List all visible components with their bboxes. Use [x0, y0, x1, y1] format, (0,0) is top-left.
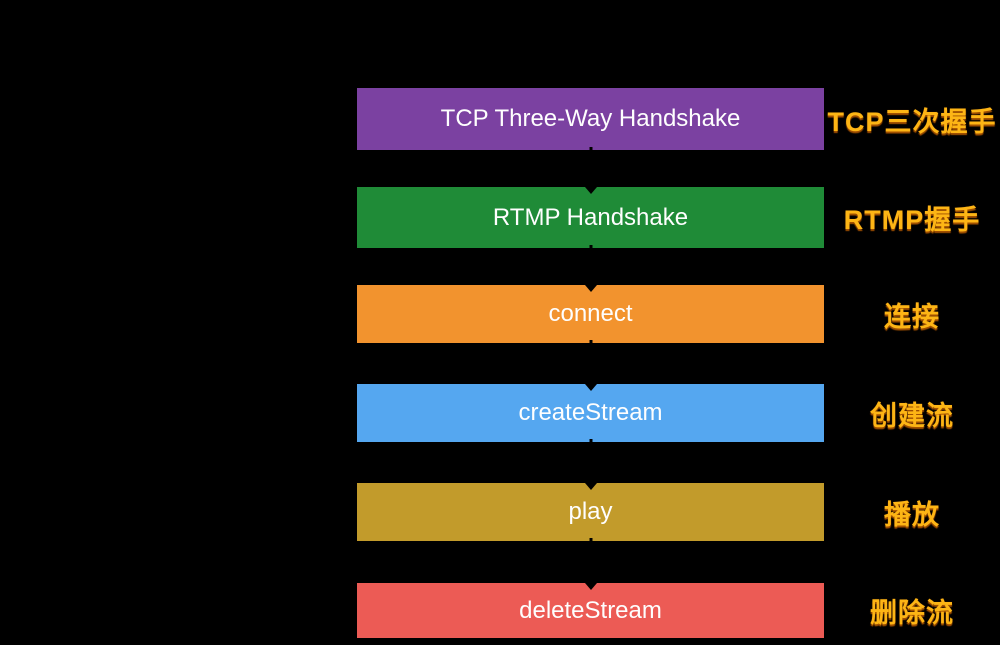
step-box-tcp-handshake: TCP Three-Way Handshake	[357, 88, 824, 150]
step-box-label: createStream	[518, 399, 663, 426]
arrow-line	[589, 340, 592, 343]
arrow-line	[589, 147, 592, 150]
flow-step-row-connect: connect 连接	[357, 285, 1000, 343]
step-side-label: 播放	[884, 499, 940, 530]
arrow-down-icon	[584, 384, 597, 391]
flow-step-row-delete-stream: deleteStream 删除流	[357, 583, 1000, 638]
arrow-down-icon	[584, 583, 597, 590]
step-side-label: 连接	[884, 301, 940, 332]
step-box-label: RTMP Handshake	[492, 203, 689, 231]
step-box-rtmp-handshake: RTMP Handshake	[357, 187, 824, 248]
arrow-line	[589, 245, 592, 248]
flow-step-row-rtmp-handshake: RTMP Handshake RTMP握手	[357, 187, 1000, 248]
arrow-down-icon	[584, 187, 597, 194]
flow-step-row-tcp-handshake: TCP Three-Way Handshake TCP三次握手	[357, 88, 1000, 150]
step-box-create-stream: createStream	[357, 384, 824, 442]
step-box-connect: connect	[357, 285, 824, 343]
step-side-label: 创建流	[870, 400, 954, 431]
arrow-line	[589, 439, 592, 442]
step-box-delete-stream: deleteStream	[357, 583, 824, 638]
flow-step-row-play: play 播放	[357, 483, 1000, 541]
arrow-down-icon	[584, 483, 597, 490]
step-side-label: RTMP握手	[843, 205, 981, 235]
step-box-label: deleteStream	[519, 596, 662, 624]
step-box-label: connect	[548, 300, 633, 327]
step-box-label: TCP Three-Way Handshake	[440, 105, 741, 132]
step-side-label: TCP三次握手	[827, 106, 997, 137]
arrow-line	[589, 538, 592, 541]
arrow-down-icon	[584, 285, 597, 292]
step-box-label: play	[568, 498, 613, 525]
flow-step-row-create-stream: createStream 创建流	[357, 384, 1000, 442]
step-side-label: 删除流	[870, 598, 954, 628]
step-box-play: play	[357, 483, 824, 541]
